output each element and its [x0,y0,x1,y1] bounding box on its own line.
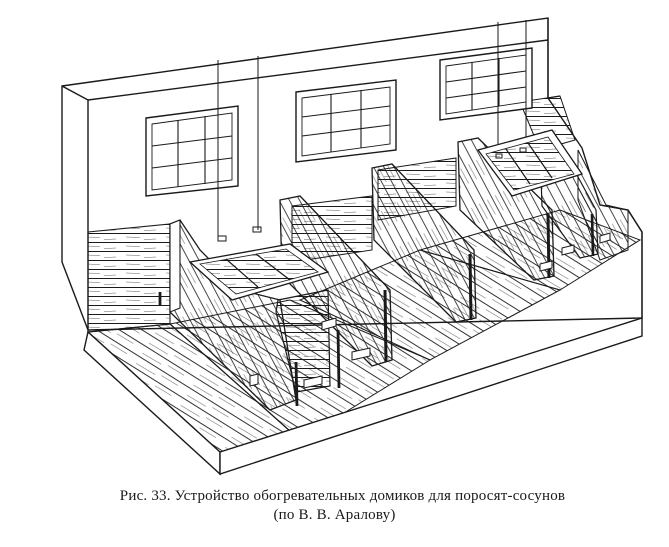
suspension-rods [217,20,527,240]
partition-3 [371,163,477,323]
window-left [145,105,239,197]
stall-posts [158,292,341,407]
barn-interior-illustration [61,17,643,476]
right-end-wall [547,18,643,318]
heating-house-left [188,226,331,393]
heating-house-right [476,129,584,197]
window-right [439,47,533,121]
caption-line-2: (по В. В. Аралову) [273,507,396,523]
caption-line-1: Рис. 33. Устройство обогревательных доми… [119,488,566,504]
figure-caption: Рис. 33. Устройство обогревательных доми… [0,487,669,525]
floor-edge [83,317,643,476]
troughs [249,232,611,389]
window-center [295,79,397,163]
